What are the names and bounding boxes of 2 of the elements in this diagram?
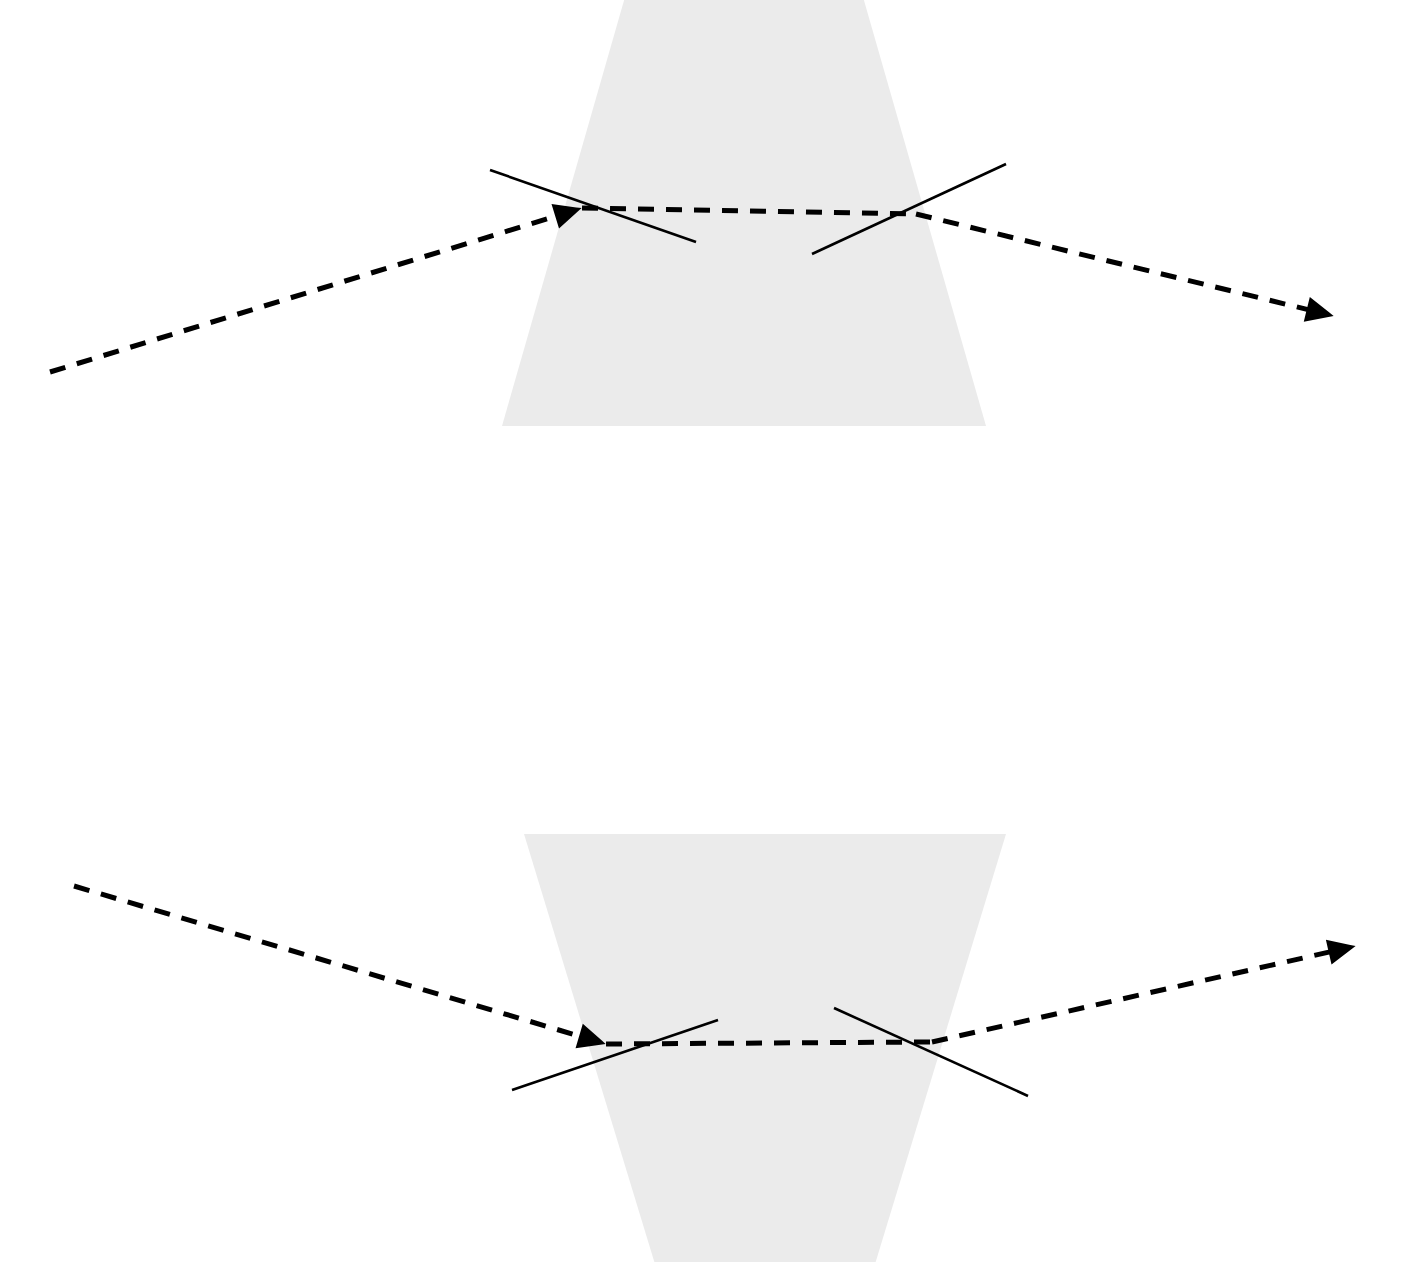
prism	[502, 0, 986, 426]
prism	[524, 834, 1006, 1262]
